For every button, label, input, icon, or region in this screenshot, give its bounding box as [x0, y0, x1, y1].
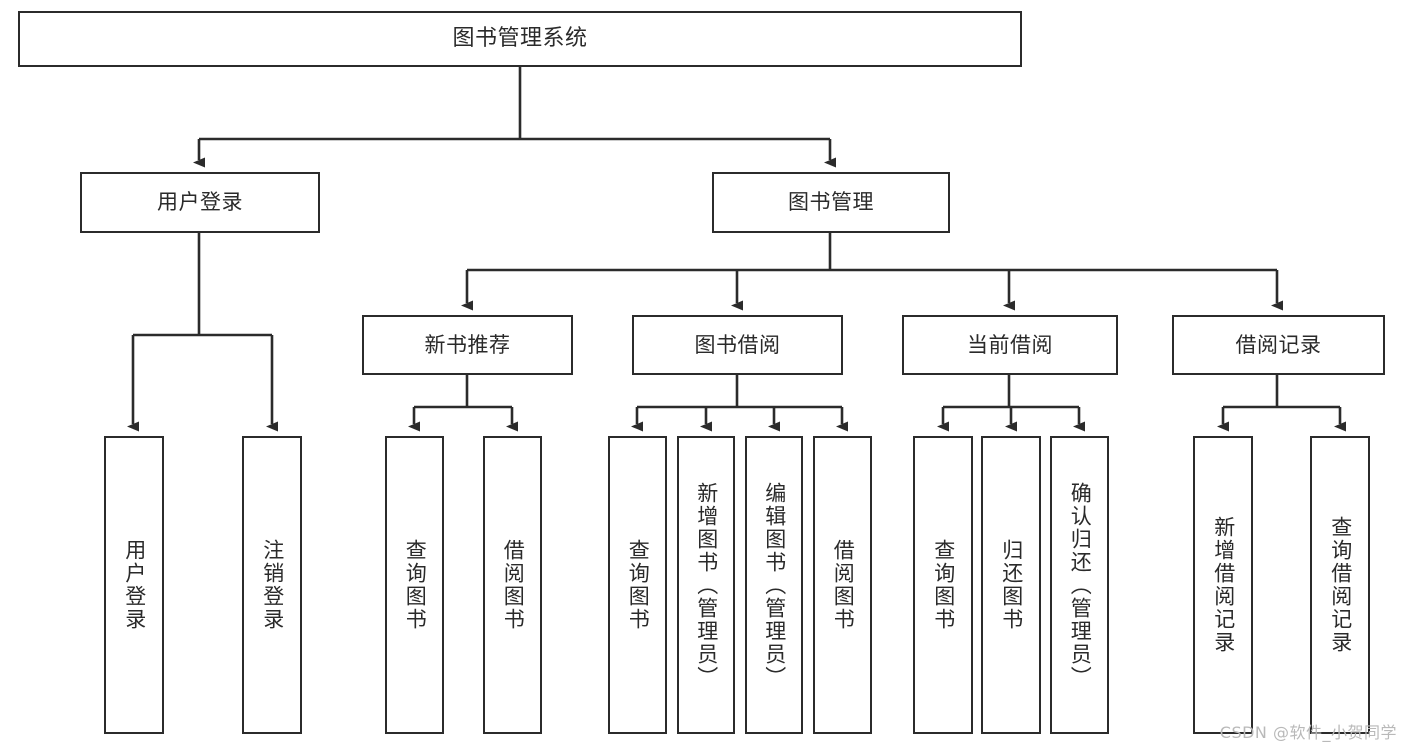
node-leaf-return-book[interactable]: 归还图书	[981, 436, 1041, 734]
node-leaf-user-logout-label: 注销登录	[260, 539, 285, 631]
node-current-borrow[interactable]: 当前借阅	[902, 315, 1118, 375]
node-leaf-query-book-2-label: 查询图书	[626, 539, 651, 631]
node-borrow-record[interactable]: 借阅记录	[1172, 315, 1385, 375]
node-leaf-borrow-book-1-label: 借阅图书	[501, 539, 526, 631]
node-leaf-add-record-label: 新增借阅记录	[1211, 516, 1236, 654]
node-leaf-confirm-return-label: 确认归还（管理员）	[1068, 481, 1093, 689]
node-book-borrow-label: 图书借阅	[694, 332, 781, 357]
node-leaf-query-record[interactable]: 查询借阅记录	[1310, 436, 1370, 734]
node-root-label: 图书管理系统	[452, 26, 588, 52]
node-leaf-edit-book-label: 编辑图书（管理员）	[762, 481, 787, 689]
node-leaf-user-login-label: 用户登录	[122, 539, 147, 631]
node-new-book-recommend-label: 新书推荐	[424, 332, 511, 357]
node-user-login-label: 用户登录	[157, 190, 243, 215]
node-book-borrow[interactable]: 图书借阅	[632, 315, 843, 375]
node-leaf-add-book[interactable]: 新增图书（管理员）	[677, 436, 735, 734]
node-leaf-query-book-3[interactable]: 查询图书	[913, 436, 973, 734]
node-leaf-edit-book[interactable]: 编辑图书（管理员）	[745, 436, 803, 734]
node-user-login[interactable]: 用户登录	[80, 172, 320, 233]
node-leaf-confirm-return[interactable]: 确认归还（管理员）	[1050, 436, 1109, 734]
node-leaf-query-book-2[interactable]: 查询图书	[608, 436, 667, 734]
node-book-manage[interactable]: 图书管理	[712, 172, 950, 233]
node-leaf-add-book-label: 新增图书（管理员）	[694, 481, 719, 689]
node-root[interactable]: 图书管理系统	[18, 11, 1022, 67]
node-leaf-add-record[interactable]: 新增借阅记录	[1193, 436, 1253, 734]
node-leaf-borrow-book-2-label: 借阅图书	[831, 539, 856, 631]
node-current-borrow-label: 当前借阅	[967, 332, 1053, 357]
node-new-book-recommend[interactable]: 新书推荐	[362, 315, 573, 375]
node-leaf-query-book-1[interactable]: 查询图书	[385, 436, 444, 734]
node-borrow-record-label: 借阅记录	[1235, 332, 1322, 357]
node-leaf-user-logout[interactable]: 注销登录	[242, 436, 302, 734]
node-leaf-query-book-3-label: 查询图书	[931, 539, 956, 631]
node-leaf-return-book-label: 归还图书	[999, 539, 1024, 631]
node-book-manage-label: 图书管理	[788, 190, 874, 215]
node-leaf-borrow-book-2[interactable]: 借阅图书	[813, 436, 872, 734]
node-leaf-user-login[interactable]: 用户登录	[104, 436, 164, 734]
node-leaf-borrow-book-1[interactable]: 借阅图书	[483, 436, 542, 734]
node-leaf-query-record-label: 查询借阅记录	[1328, 516, 1353, 654]
node-leaf-query-book-1-label: 查询图书	[403, 539, 428, 631]
